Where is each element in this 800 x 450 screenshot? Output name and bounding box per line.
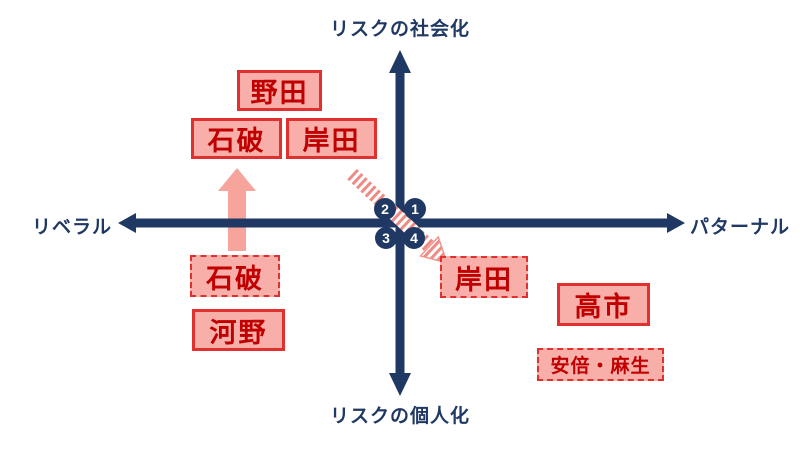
marker-1: 1 — [404, 198, 426, 220]
label-box-abe-aso: 安倍・麻生 — [537, 348, 664, 381]
label-box-takaichi: 高市 — [557, 283, 650, 326]
marker-4: 4 — [403, 227, 425, 249]
label-box-kono: 河野 — [192, 309, 285, 351]
axis-label-top: リスクの社会化 — [329, 19, 470, 40]
x-axis-left-arrowhead — [118, 213, 136, 233]
label-box-noda: 野田 — [237, 70, 322, 111]
label-box-kishida-bottom: 岸田 — [440, 256, 528, 298]
axis-label-right: パターナル — [690, 217, 791, 238]
axis-label-bottom: リスクの個人化 — [329, 406, 470, 427]
marker-2: 2 — [374, 198, 396, 220]
axis-label-left: リベラル — [31, 217, 112, 238]
y-axis-top-arrowhead — [389, 50, 411, 73]
label-box-ishiba-bottom: 石破 — [190, 255, 280, 297]
x-axis-right-arrowhead — [667, 213, 685, 233]
marker-3: 3 — [375, 227, 397, 249]
label-box-kishida-top: 岸田 — [286, 118, 377, 159]
pink-up-arrow — [218, 168, 256, 251]
y-axis-bottom-arrowhead — [389, 373, 411, 396]
label-box-ishiba-top: 石破 — [191, 118, 282, 159]
